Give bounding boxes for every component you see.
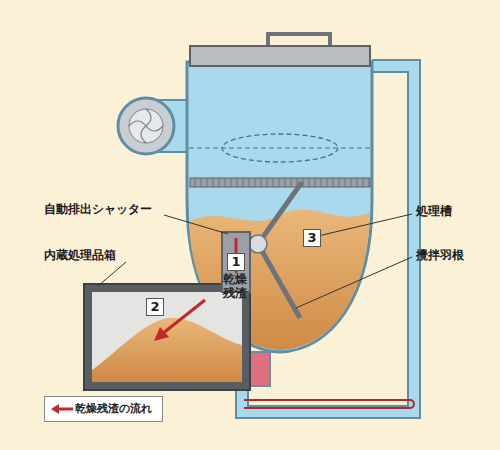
fan-blades: [129, 109, 163, 143]
stirring-blade: [258, 182, 302, 244]
fan: [118, 98, 174, 154]
callout-number: 3: [303, 229, 321, 247]
leader-line: [164, 215, 228, 234]
part-label: 自動排出シャッター: [44, 202, 152, 216]
leader-line: [98, 262, 126, 286]
flow-arrow: [162, 300, 205, 334]
part-label: 処理槽: [416, 204, 452, 218]
screen-bar: [190, 178, 370, 187]
fan-rotor: [129, 109, 163, 143]
stirring-blade: [258, 244, 300, 318]
callout-number: 1: [227, 253, 245, 271]
leader-line: [318, 214, 412, 236]
legend-box: 乾燥残渣の流れ: [44, 396, 163, 422]
part-label: 内蔵処理品箱: [44, 248, 116, 262]
collected-residue: [92, 318, 242, 382]
callout-number: 2: [146, 298, 164, 316]
internal-box-inner: [92, 292, 242, 382]
heater-coil: [244, 400, 414, 408]
legend-text: 乾燥残渣の流れ: [75, 401, 152, 416]
legend-arrow: [51, 403, 73, 415]
leader-line: [296, 257, 412, 308]
part-label: 攪拌羽根: [416, 248, 464, 262]
flow-arrowhead: [154, 327, 169, 341]
dashed-line: [189, 147, 370, 148]
material-label: 乾燥 残渣: [221, 272, 249, 301]
lid: [190, 46, 370, 66]
blade-hub: [249, 235, 267, 253]
